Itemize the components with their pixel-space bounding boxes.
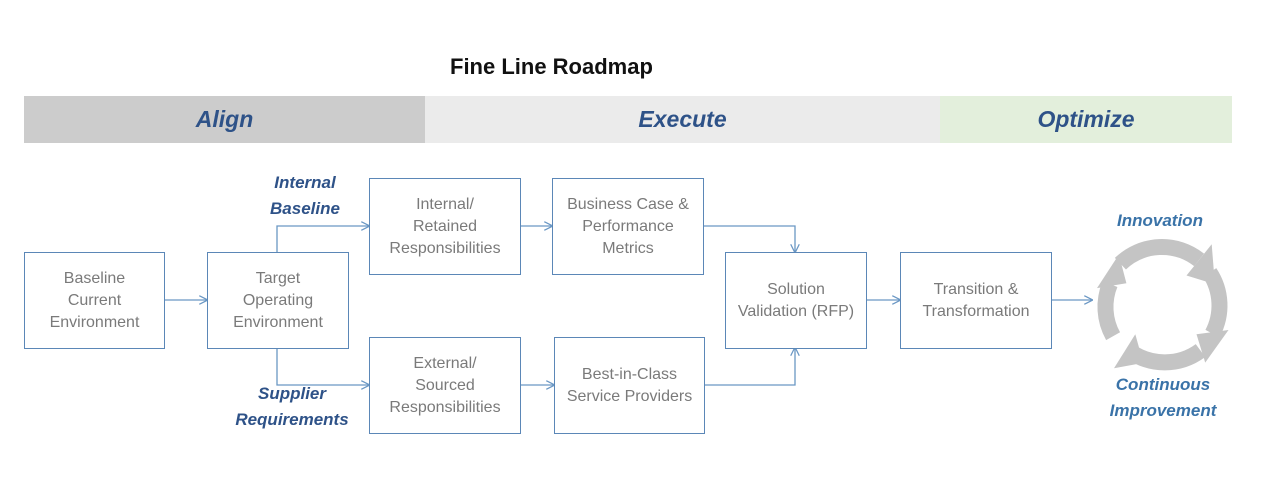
phase-align: Align xyxy=(24,96,425,143)
cycle-label-continuous-improvement: Continuous Improvement xyxy=(1109,375,1217,420)
box-solution-validation: Solution Validation (RFP) xyxy=(725,252,867,349)
phase-optimize: Optimize xyxy=(940,96,1232,143)
phase-execute: Execute xyxy=(425,96,940,143)
arrow-business-to-validation xyxy=(704,225,795,252)
page-title: Fine Line Roadmap xyxy=(450,54,653,79)
box-best-in-class: Best-in-Class Service Providers xyxy=(554,337,705,434)
box-internal-retained: Internal/ Retained Responsibilities xyxy=(369,178,521,275)
box-baseline-current-environment: Baseline Current Environment xyxy=(24,252,165,349)
box-business-case: Business Case & Performance Metrics xyxy=(552,178,704,275)
arrow-target-to-external xyxy=(276,348,369,385)
arrow-bestinclass-to-validation xyxy=(705,348,795,386)
branch-label-internal-baseline: Internal Baseline xyxy=(270,173,340,218)
box-target-operating-environment: Target Operating Environment xyxy=(207,252,349,349)
cycle-label-innovation: Innovation xyxy=(1117,211,1203,230)
arrow-target-to-internal xyxy=(276,226,369,252)
phase-align-label: Align xyxy=(195,106,254,132)
box-transition-transformation: Transition & Transformation xyxy=(900,252,1052,349)
branch-label-supplier-requirements: Supplier Requirements xyxy=(235,384,349,429)
cycle-arrows-icon xyxy=(1097,239,1229,371)
box-external-sourced: External/ Sourced Responsibilities xyxy=(369,337,521,434)
phase-optimize-label: Optimize xyxy=(1037,106,1135,132)
phase-execute-label: Execute xyxy=(638,106,727,132)
